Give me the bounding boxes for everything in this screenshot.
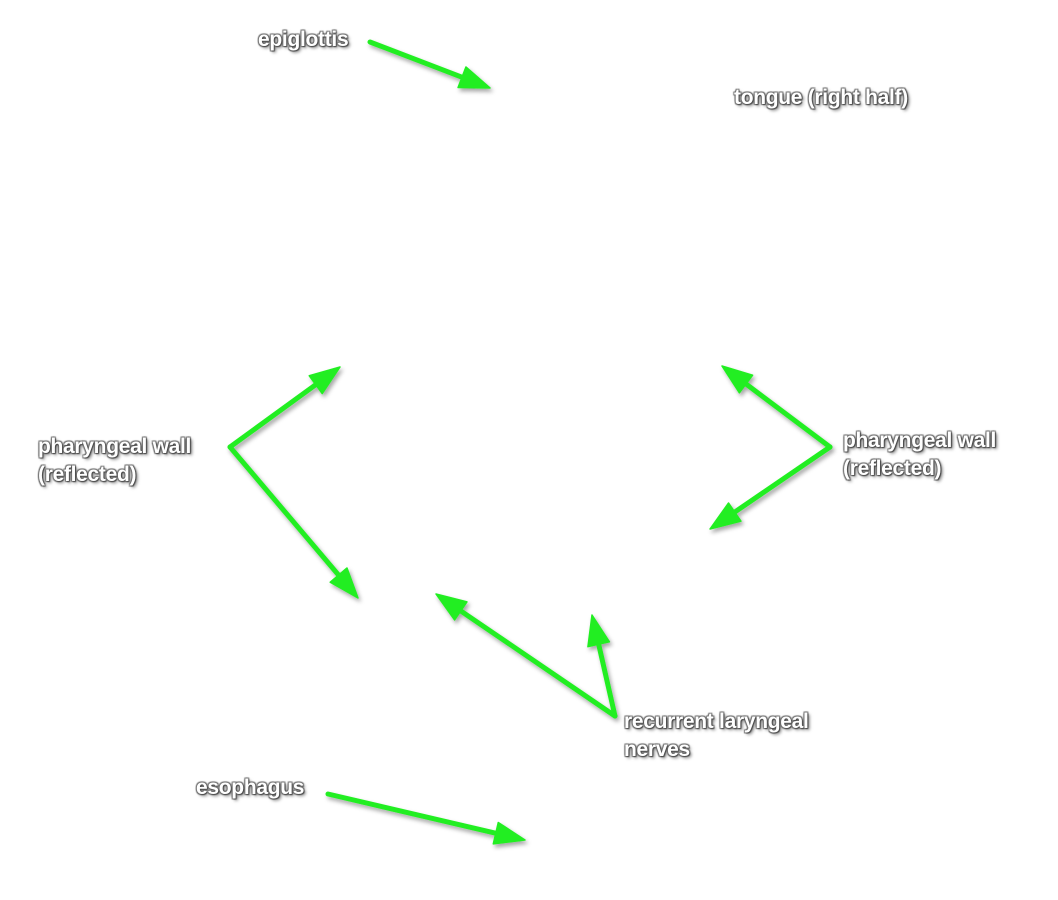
pharyngeal-left-lower-arrow-head — [329, 567, 359, 599]
epiglottis-arrow — [367, 39, 491, 89]
nerve-left-arrow — [435, 593, 618, 719]
recurrent-laryngeal-line-2: nerves — [624, 738, 690, 761]
esophagus-arrow-shaft — [325, 791, 501, 837]
esophagus-label: esophagus — [196, 776, 305, 799]
recurrent-laryngeal-nerves-label: recurrent laryngeal nerves — [624, 708, 809, 764]
pharyngeal-left-upper-arrow-shaft — [227, 380, 320, 450]
recurrent-laryngeal-line-1: recurrent laryngeal — [624, 710, 809, 733]
epiglottis-arrow-shaft — [367, 39, 467, 81]
pharyngeal-right-upper-arrow-shaft — [741, 380, 833, 450]
pharyngeal-right-upper-arrow — [721, 365, 833, 450]
nerve-right-arrow — [587, 614, 618, 719]
pharyngeal-wall-left-line-2: (reflected) — [38, 463, 137, 486]
pharyngeal-right-lower-arrow-shaft — [730, 444, 833, 516]
pharyngeal-left-upper-arrow — [227, 366, 341, 450]
pharyngeal-wall-left-label: pharyngeal wall (reflected) — [38, 433, 191, 489]
pharyngeal-wall-left-line-1: pharyngeal wall — [38, 435, 192, 458]
pharyngeal-right-lower-arrow-head — [709, 502, 742, 530]
pharyngeal-right-upper-arrow-head — [721, 365, 754, 394]
esophagus-arrow-head — [492, 821, 526, 845]
tongue-label: tongue (right half) — [734, 86, 908, 109]
nerve-right-arrow-shaft — [595, 639, 618, 719]
nerve-right-arrow-head — [587, 614, 611, 648]
pharyngeal-right-lower-arrow — [709, 444, 833, 530]
epiglottis-arrow-head — [457, 66, 491, 89]
pharyngeal-left-lower-arrow — [227, 444, 359, 599]
pharyngeal-wall-right-label: pharyngeal wall (reflected) — [843, 427, 996, 483]
pharyngeal-wall-right-line-1: pharyngeal wall — [843, 429, 997, 452]
esophagus-arrow — [325, 791, 526, 845]
pharyngeal-left-lower-arrow-shaft — [227, 444, 343, 580]
nerve-left-arrow-shaft — [456, 607, 618, 719]
nerve-left-arrow-head — [435, 593, 468, 621]
pharyngeal-left-upper-arrow-head — [308, 366, 341, 395]
pharyngeal-wall-right-line-2: (reflected) — [843, 457, 942, 480]
epiglottis-label: epiglottis — [258, 28, 349, 51]
